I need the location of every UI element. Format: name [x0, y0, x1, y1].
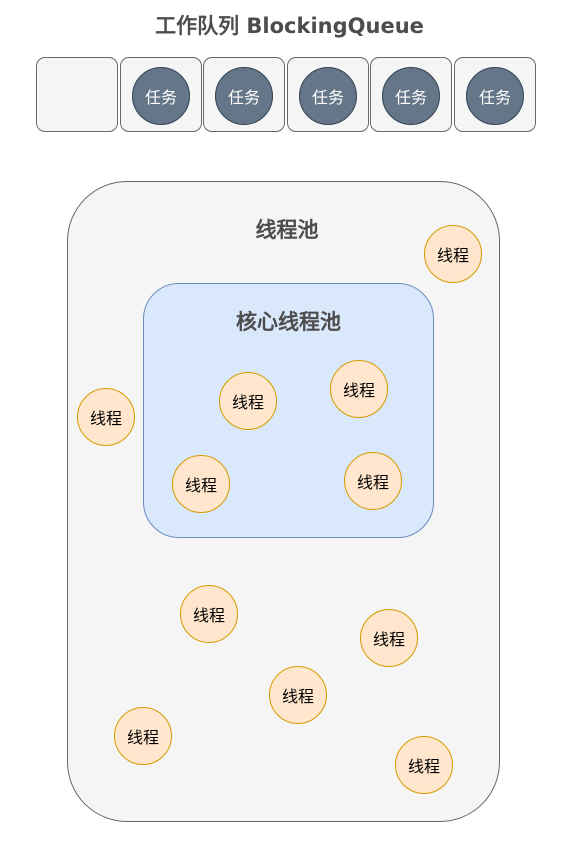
pool-thread-node: 线程	[77, 388, 135, 446]
task-node: 任务	[132, 67, 190, 125]
pool-thread-node: 线程	[424, 225, 482, 283]
diagram-title: 工作队列 BlockingQueue	[155, 14, 424, 38]
core-thread-node: 线程	[330, 360, 388, 418]
pool-thread-node: 线程	[114, 707, 172, 765]
pool-thread-node: 线程	[269, 666, 327, 724]
queue-slot: 任务	[120, 57, 202, 132]
pool-thread-node: 线程	[395, 736, 453, 794]
core-thread-node: 线程	[172, 455, 230, 513]
task-node: 任务	[382, 67, 440, 125]
queue-slot: 任务	[203, 57, 285, 132]
core-thread-node: 线程	[219, 372, 277, 430]
task-node: 任务	[466, 67, 524, 125]
core-thread-node: 线程	[344, 452, 402, 510]
task-node: 任务	[215, 67, 273, 125]
thread-pool-label: 线程池	[255, 218, 319, 242]
pool-thread-node: 线程	[180, 585, 238, 643]
pool-thread-node: 线程	[360, 609, 418, 667]
queue-slot: 任务	[454, 57, 536, 132]
queue-slot: 任务	[287, 57, 369, 132]
queue-slot-empty	[36, 57, 118, 132]
core-thread-pool-label: 核心线程池	[236, 310, 341, 334]
task-node: 任务	[299, 67, 357, 125]
queue-slot: 任务	[370, 57, 452, 132]
blocking-queue: 任务 任务 任务 任务 任务	[36, 57, 538, 134]
